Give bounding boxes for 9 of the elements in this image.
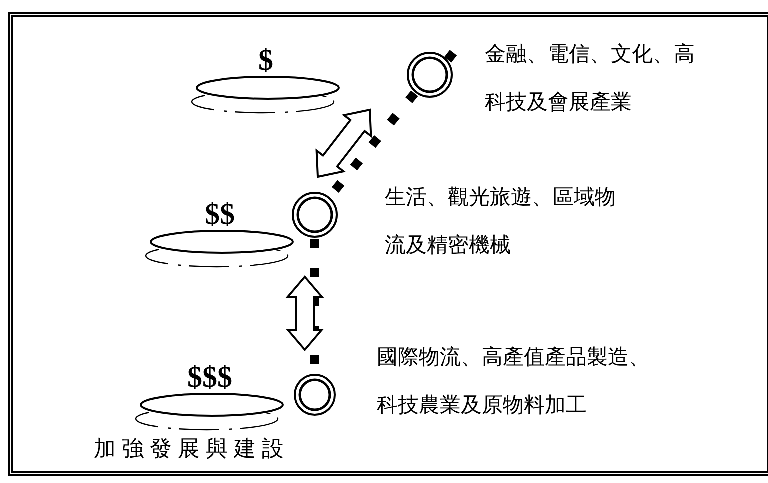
industry-text: 生活、觀光旅遊、區域物流及精密機械 (385, 184, 617, 259)
industry-text: 金融、電信、文化、高科技及會展產業 (485, 41, 696, 116)
ring-circle (405, 50, 455, 100)
double-arrow (316, 108, 372, 178)
ring-circle (290, 190, 340, 240)
double-arrow (286, 275, 324, 352)
ring-circle (292, 372, 338, 418)
industry-text: 國際物流、高產值產品製造、科技農業及原物料加工 (377, 344, 651, 419)
caption-text: 加強發展與建設 (94, 436, 290, 464)
